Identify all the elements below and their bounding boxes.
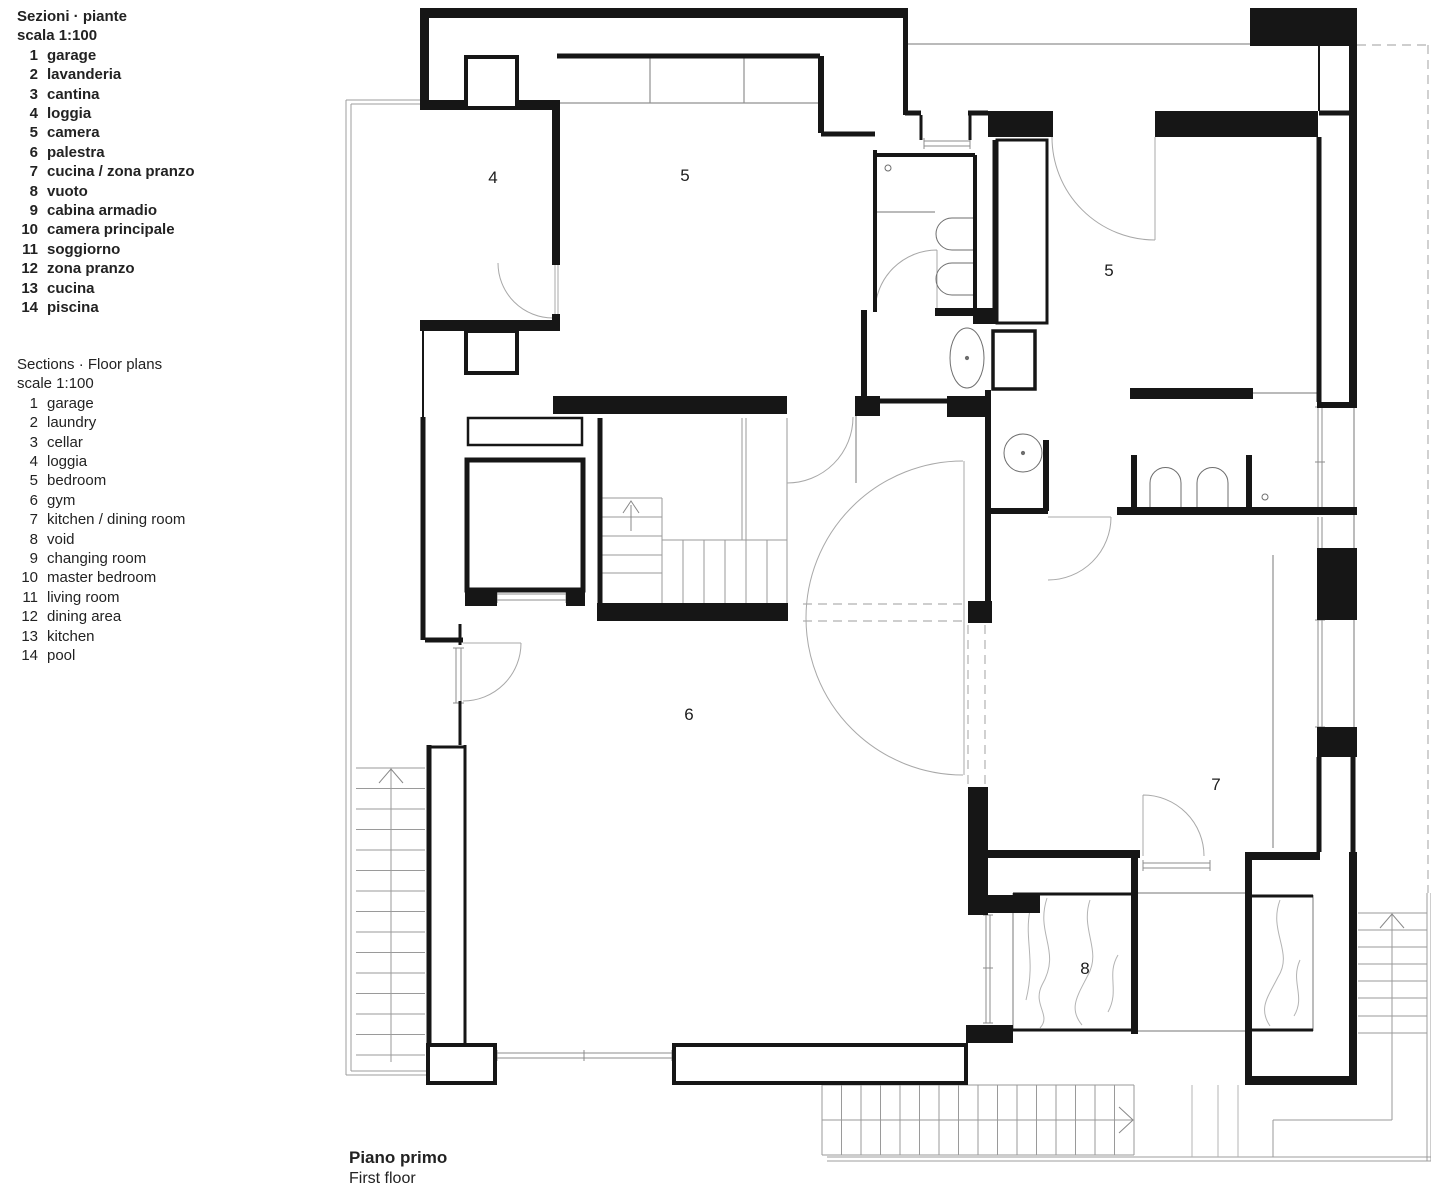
room-label-kitchen-dining: 7: [1211, 775, 1220, 794]
washbasin-icon: [1003, 433, 1043, 473]
window-gym-south: [496, 1050, 673, 1061]
drain-icon: [1261, 493, 1269, 501]
legend-scale-en: scale 1:100: [17, 375, 94, 393]
door-terrace: [1142, 794, 1205, 857]
door-gym: [462, 642, 522, 702]
elevator-door: [496, 591, 567, 603]
room-labels: 4 5 5 6 7 8: [488, 166, 1220, 978]
door-bedroom-right: [1051, 136, 1156, 241]
toilet-icon: [935, 217, 975, 251]
wardrobe: [995, 138, 1049, 325]
walls-outlined: [426, 55, 1049, 1085]
elevator-shaft: [464, 457, 586, 593]
legend-scale-it: scala 1:100: [17, 27, 98, 45]
room-label-loggia: 4: [488, 168, 497, 187]
door-loggia: [497, 262, 559, 319]
legend-title-it: Sezioni · piante: [17, 8, 128, 25]
window-east-3: [1315, 619, 1325, 728]
walls-solid: [420, 8, 1357, 1085]
door-arcs: [462, 136, 1205, 857]
door-pivot-hall: [805, 460, 965, 776]
bidet-icon: [1196, 467, 1229, 511]
caption-title: Piano primo: [349, 1148, 448, 1167]
window-east-1: [1315, 406, 1325, 513]
bathtub-icon: [949, 327, 985, 389]
stairs-right: [1272, 912, 1427, 1157]
room-label-gym: 6: [684, 705, 693, 724]
shower-box: [991, 329, 1037, 391]
plan-caption: Piano primo First floor: [349, 1147, 447, 1189]
window-void-west: [983, 914, 993, 1024]
window-terrace-south: [1142, 860, 1211, 871]
fixtures: [466, 164, 1269, 591]
toilet-icon: [1149, 467, 1182, 511]
glass-panel-lines: [1025, 897, 1301, 1029]
stairs-left: [356, 767, 425, 1062]
window-east-2: [1317, 517, 1323, 548]
stairs-internal: [600, 418, 788, 603]
window-bath-top: [923, 138, 971, 149]
legend-title-en: Sections · Floor plans: [17, 356, 163, 373]
dashed-lines: [803, 44, 1429, 893]
bidet-icon: [935, 262, 975, 296]
room-label-bedroom-right: 5: [1104, 261, 1113, 280]
drain-icon: [884, 164, 892, 172]
room-label-void: 8: [1080, 959, 1089, 978]
walls-lines: [420, 46, 1356, 1045]
furniture-lines: [557, 43, 1355, 1032]
stairs-bottom: [821, 1084, 1239, 1157]
window-gym-west: [453, 647, 464, 704]
door-bedroom-left: [786, 416, 854, 484]
door-bathroom-top: [874, 249, 938, 313]
void-panel-borders: [1013, 892, 1313, 1032]
caption-subtitle: First floor: [349, 1170, 416, 1187]
room-label-bedroom-left: 5: [680, 166, 689, 185]
door-bathroom-right: [1047, 516, 1112, 581]
terrace-boundary-lines: [345, 99, 1431, 1162]
